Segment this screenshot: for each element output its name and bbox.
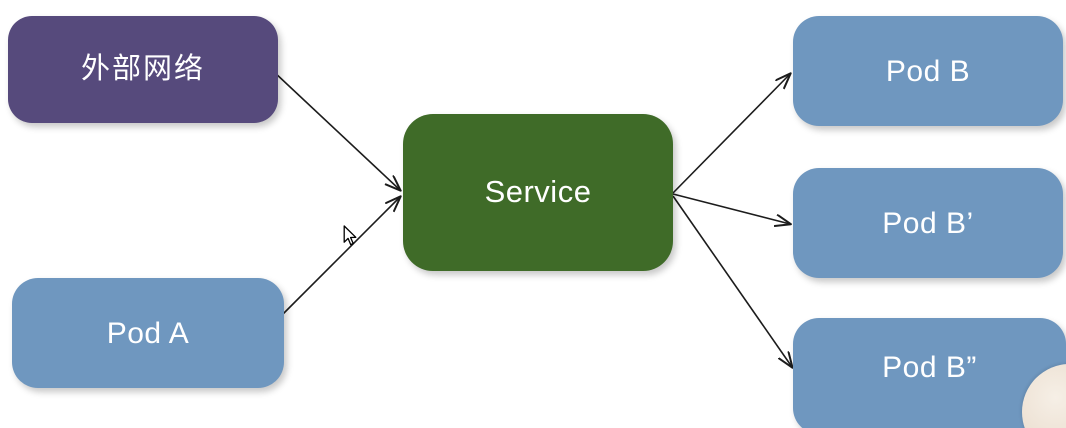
edge-service-to-pod-b <box>672 74 790 194</box>
edge-pod-a-to-service <box>277 197 400 320</box>
node-pod-a[interactable]: Pod A <box>12 278 284 388</box>
node-pod-b-double-prime-label: Pod B” <box>882 350 977 384</box>
node-pod-b-prime[interactable]: Pod B’ <box>793 168 1063 278</box>
node-pod-b-label: Pod B <box>885 54 971 88</box>
node-pod-b-prime-label: Pod B’ <box>882 206 974 240</box>
node-external-network-label: 外部网络 <box>80 52 205 85</box>
node-pod-b-double-prime[interactable]: Pod B” <box>793 318 1066 428</box>
node-pod-b[interactable]: Pod B <box>793 16 1063 126</box>
node-service[interactable]: Service <box>403 114 673 271</box>
node-service-label: Service <box>484 174 592 210</box>
node-external-network[interactable]: 外部网络 <box>8 16 278 123</box>
edge-service-to-pod-b-double-prime <box>672 195 792 367</box>
node-pod-a-label: Pod A <box>106 316 190 350</box>
edge-external-to-service <box>272 70 400 190</box>
edge-service-to-pod-b-prime <box>672 193 790 224</box>
mouse-cursor-icon <box>343 225 357 246</box>
